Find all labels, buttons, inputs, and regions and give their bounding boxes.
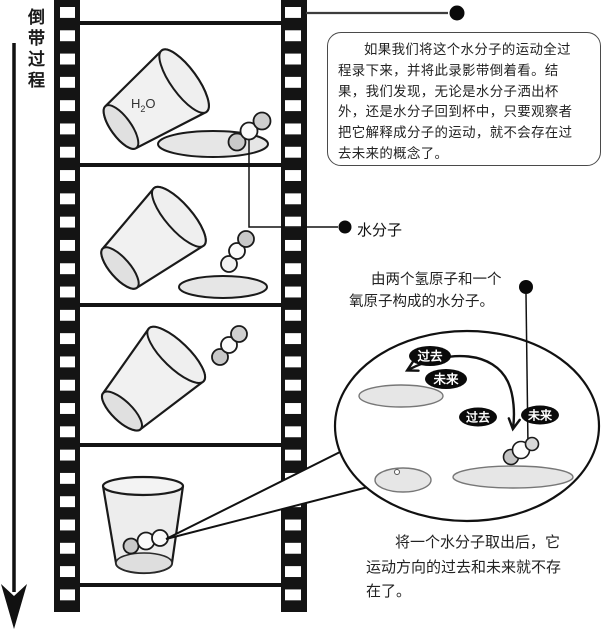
pill-past-bottom: 过去 (459, 407, 497, 427)
water-molecule-callout-line (248, 140, 338, 228)
rewind-process-label: 倒带过程 (25, 8, 44, 92)
film-frame-border (78, 303, 283, 307)
bubble-puddle-top-left (358, 384, 444, 408)
film-frame-border (78, 21, 283, 25)
water-molecule-callout-dot (338, 220, 352, 234)
frame3-cup (100, 325, 207, 432)
frame1-cup (102, 48, 210, 150)
bubble-puddle-bottom-right (452, 465, 574, 489)
bubble-molecules (502, 436, 540, 466)
frame2-cup (100, 185, 207, 290)
svg-text:未来: 未来 (432, 372, 459, 387)
svg-text:未来: 未来 (527, 408, 553, 423)
note-line: 在了。 (366, 583, 412, 600)
note-line: 由两个氢原子和一个 (371, 272, 502, 288)
frame4-molecules (122, 529, 169, 555)
note-line: 氧原子构成的水分子。 (349, 293, 494, 310)
magnifier-tail (165, 448, 374, 540)
svg-text:过去: 过去 (417, 349, 443, 364)
molecule-note-callout-dot (519, 280, 533, 294)
note-line: 果，我们发现，无论是水分子洒出杯 (338, 83, 559, 99)
note-line: 如果我们将这个水分子的运动全过 (364, 42, 571, 57)
frame2-molecules (220, 230, 255, 273)
note-line: 将一个水分子取出后，它 (395, 534, 561, 551)
frame4-cup (101, 475, 185, 575)
removed-molecule-note: 将一个水分子取出后，它 运动方向的过去和未来就不存 在了。 (366, 531, 561, 605)
note-line: 把它解释成分子的运动，就不会存在过 (338, 125, 573, 141)
frame2-puddle (178, 275, 268, 299)
pill-past-top: 过去 (409, 346, 451, 366)
film-strip-right-band (281, 0, 307, 612)
note-line: 运动方向的过去和未来就不存 (366, 558, 562, 576)
svg-text:过去: 过去 (466, 410, 490, 425)
pill-future-top: 未来 (425, 369, 467, 389)
pill-future-bottom: 未来 (521, 405, 559, 425)
molecule-composition-note: 由两个氢原子和一个 氧原子构成的水分子。 (349, 270, 502, 313)
explanation-note-box: 如果我们将这个水分子的运动全过 程录下来，并将此录影带倒着看。结 果，我们发现，… (327, 32, 601, 166)
water-molecule-label: 水分子 (357, 222, 403, 239)
frame1-molecules (227, 111, 272, 152)
filmstrip-callout-dot (449, 5, 465, 21)
note-line: 去未来的概念了。 (338, 145, 449, 161)
magnifier-bubble (333, 329, 601, 523)
rewind-arrow (1, 43, 27, 629)
note-line: 程录下来，并将此录影带倒着看。结 (338, 62, 559, 78)
h2o-label: H2O (131, 96, 156, 114)
film-frame-border (78, 163, 283, 167)
note-line: 外，还是水分子回到杯中，只要观察者 (338, 104, 573, 120)
film-frame-border (78, 583, 283, 587)
film-strip-left-band (54, 0, 80, 612)
bubble-droplet (394, 469, 400, 475)
frame3-molecules (211, 325, 248, 366)
bubble-puddle-bottom-left (374, 467, 432, 493)
film-frame-border (78, 443, 283, 447)
